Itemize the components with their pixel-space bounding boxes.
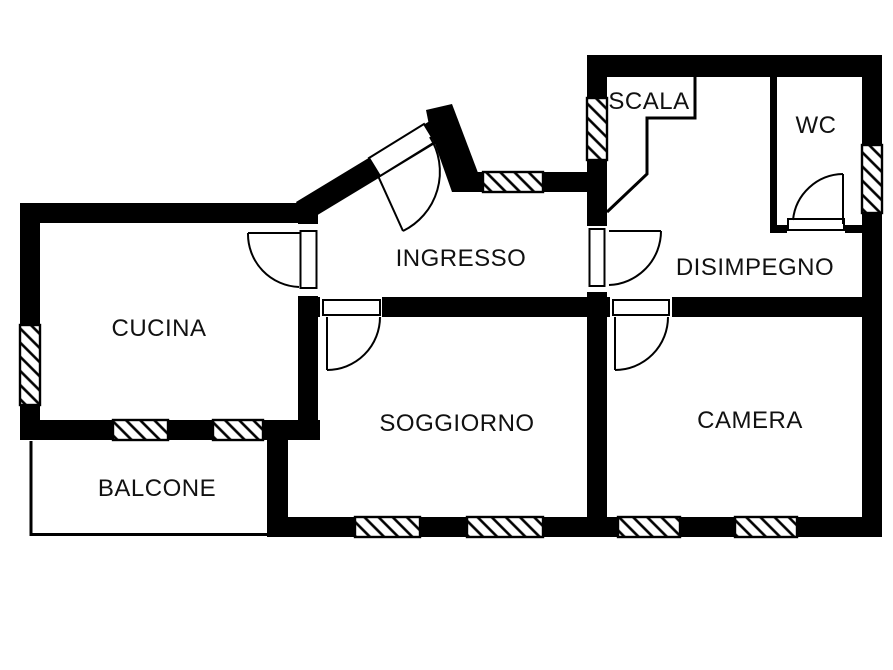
scala-stairs-outline bbox=[605, 77, 697, 214]
wall-center-spine bbox=[587, 55, 607, 537]
door-wc bbox=[787, 173, 845, 231]
window-ingresso-top bbox=[481, 170, 545, 194]
room-label-scala: SCALA bbox=[608, 88, 689, 115]
door-camera-leaf bbox=[612, 299, 670, 316]
room-label-soggiorno: SOGGIORNO bbox=[379, 410, 534, 437]
door-disimpegno bbox=[588, 228, 662, 287]
wall-diagonal-peak bbox=[426, 104, 480, 192]
window-cucina-bottom-2 bbox=[211, 418, 265, 442]
door-entrance bbox=[367, 122, 441, 232]
door-soggiorno-arc bbox=[326, 316, 381, 371]
door-camera-arc bbox=[614, 316, 669, 371]
window-wc-right bbox=[860, 143, 884, 215]
door-wc-leaf bbox=[787, 218, 845, 231]
windows bbox=[18, 96, 884, 539]
door-camera bbox=[612, 299, 670, 371]
door-entrance-arc bbox=[402, 136, 441, 232]
door-cucina-arc bbox=[246, 232, 300, 288]
window-camera-bottom-2 bbox=[733, 515, 799, 539]
door-disimpegno-leaf bbox=[588, 228, 606, 287]
wall-block-top bbox=[587, 55, 882, 77]
room-label-wc: WC bbox=[796, 112, 837, 139]
wall-cucina-top bbox=[20, 203, 318, 223]
door-soggiorno bbox=[322, 299, 381, 371]
room-label-ingresso: INGRESSO bbox=[396, 245, 527, 272]
window-cucina-bottom-1 bbox=[111, 418, 170, 442]
door-cucina bbox=[246, 230, 318, 289]
room-label-balcone: BALCONE bbox=[98, 475, 216, 502]
wall-soggiorno-left bbox=[267, 420, 288, 537]
window-cucina-left bbox=[18, 323, 42, 407]
room-label-camera: CAMERA bbox=[697, 407, 803, 434]
window-scala-left bbox=[585, 96, 609, 162]
door-wc-arc bbox=[792, 173, 844, 221]
doors bbox=[246, 122, 845, 371]
door-disimpegno-arc bbox=[608, 230, 662, 286]
door-soggiorno-leaf bbox=[322, 299, 381, 316]
window-soggiorno-bottom-1 bbox=[353, 515, 422, 539]
window-camera-bottom-1 bbox=[616, 515, 682, 539]
wall-main-horizontal bbox=[298, 297, 882, 317]
door-cucina-leaf bbox=[299, 230, 318, 289]
door-entrance-open-leaf bbox=[373, 166, 404, 232]
window-soggiorno-bottom-2 bbox=[465, 515, 545, 539]
room-labels: SCALA WC INGRESSO DISIMPEGNO CUCINA SOGG… bbox=[98, 88, 837, 502]
room-label-disimpegno: DISIMPEGNO bbox=[676, 254, 834, 281]
wall-wc-left bbox=[770, 77, 777, 233]
balcone-outline bbox=[29, 441, 267, 536]
room-label-cucina: CUCINA bbox=[111, 315, 206, 342]
wall-right-outer bbox=[862, 55, 882, 537]
